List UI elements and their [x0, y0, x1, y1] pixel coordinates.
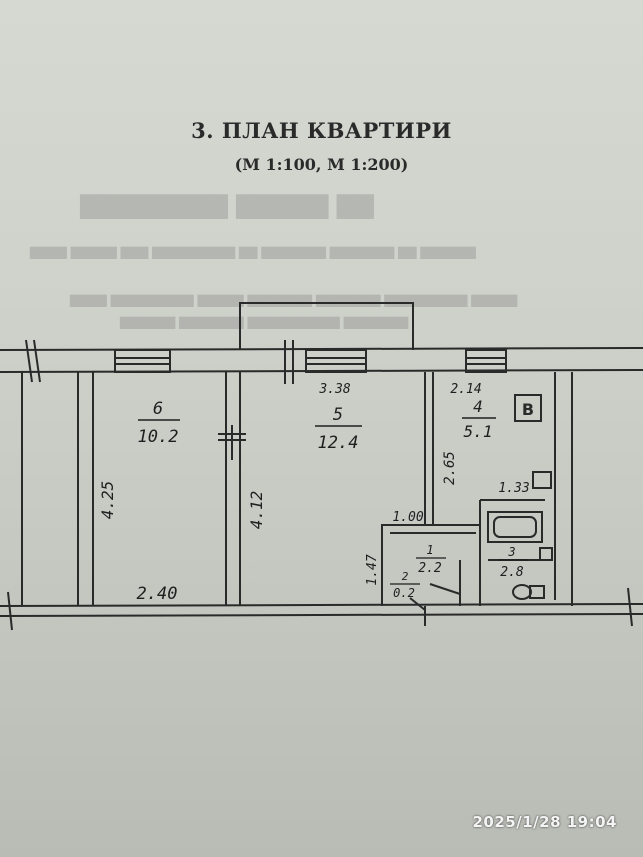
- room-3-number: 3: [507, 545, 515, 559]
- room-2-number: 2: [402, 570, 409, 583]
- outer-wall-bottom: [0, 587, 643, 631]
- room-4-area: 5.1: [464, 422, 493, 441]
- room-6-depth: 4.25: [98, 481, 117, 520]
- room-6-number: 6: [153, 399, 163, 419]
- stove-label: B: [522, 400, 534, 419]
- room-5-depth: 4.12: [247, 491, 266, 530]
- bath-width: 1.33: [498, 481, 529, 496]
- room-6-width: 2.40: [137, 584, 178, 604]
- plan-scale: (М 1:100, М 1:200): [234, 155, 409, 174]
- window: [114, 349, 171, 373]
- plan-title: 3. ПЛАН КВАРТИРИ: [191, 118, 452, 143]
- room-2-area: 0.2: [393, 586, 415, 600]
- room-1-number: 1: [426, 543, 433, 557]
- window: [305, 349, 367, 373]
- room-5-number: 5: [333, 405, 343, 425]
- room-3-area: 2.8: [500, 565, 524, 580]
- kitchen-fixtures: [479, 471, 552, 606]
- room-4-number: 4: [473, 397, 483, 416]
- stove-icon: B: [514, 394, 542, 422]
- window: [465, 349, 507, 373]
- photo-timestamp: 2025/1/28 19:04: [472, 813, 617, 831]
- room-6-walls: [92, 372, 246, 606]
- room-5-area: 12.4: [318, 433, 359, 453]
- room-4-depth: 2.65: [442, 451, 458, 485]
- room-5-walls: [424, 372, 434, 525]
- room-6-area: 10.2: [138, 427, 179, 447]
- room-1-area: 2.2: [418, 561, 442, 576]
- balcony: [239, 302, 414, 350]
- bathroom: [487, 511, 553, 600]
- outer-wall-top: [0, 339, 643, 383]
- room-5-width: 3.38: [318, 382, 350, 397]
- hall: [381, 524, 480, 626]
- hall-width: 1.00: [392, 510, 423, 525]
- room-4-width: 2.14: [450, 382, 481, 397]
- hall-depth: 1.47: [365, 554, 380, 585]
